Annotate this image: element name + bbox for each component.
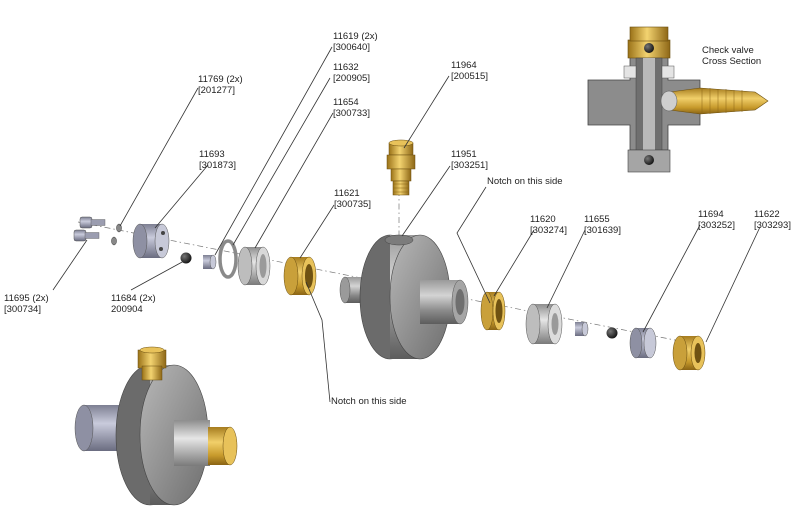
fitting-11964	[386, 139, 416, 196]
screw-11695-upper	[79, 216, 106, 229]
cap-11694	[629, 327, 657, 359]
label-11621-part: 11621	[334, 188, 360, 199]
label-11655-code: [301639]	[584, 225, 621, 236]
label-11622-part: 11622	[754, 209, 780, 220]
label-11694-part: 11694	[698, 209, 724, 220]
note-notch-left: Notch on this side	[331, 396, 407, 407]
cross-section-title-2: Cross Section	[702, 56, 761, 67]
leader-lines	[52, 46, 761, 403]
seat-11632	[203, 254, 217, 270]
label-11620-code: [303274]	[530, 225, 567, 236]
label-11769-part: 11769 (2x)	[198, 74, 243, 85]
assembly-axis	[77, 221, 701, 346]
seat-11694-small	[575, 321, 589, 337]
label-11964-code: [200515]	[451, 71, 488, 82]
label-11619-code: [300640]	[333, 42, 370, 53]
washer-11769	[111, 223, 122, 246]
cross-section-view: Check valve Cross Section	[587, 26, 769, 173]
label-11964-part: 11964	[451, 60, 477, 71]
label-11695-part: 11695 (2x)	[4, 293, 49, 304]
note-notch-right: Notch on this side	[487, 176, 563, 187]
nut-11620	[480, 291, 506, 331]
ring-11654	[237, 246, 271, 286]
main-body-11951	[339, 234, 469, 360]
label-11695-code: [300734]	[4, 304, 41, 315]
label-11951-code: [303251]	[451, 160, 488, 171]
label-11654-part: 11654	[333, 97, 359, 108]
label-11693-code: [301873]	[199, 160, 236, 171]
ball-11684	[180, 252, 192, 264]
oring-11619	[218, 239, 238, 279]
label-11620-part: 11620	[530, 214, 556, 225]
label-11769-code: [201277]	[198, 85, 235, 96]
nut-11621	[283, 256, 317, 296]
assembled-view	[74, 346, 238, 506]
cap-11693	[132, 223, 170, 259]
nut-11622	[672, 335, 706, 371]
label-11619-part: 11619 (2x)	[333, 31, 378, 42]
label-11951-part: 11951	[451, 149, 477, 160]
cross-section-title-1: Check valve	[702, 45, 754, 56]
label-11622-code: [303293]	[754, 220, 791, 231]
screw-11695-lower	[73, 229, 100, 242]
label-11684-code: 200904	[111, 304, 143, 315]
label-11654-code: [300733]	[333, 108, 370, 119]
label-11693-part: 11693	[199, 149, 225, 160]
label-11684-part: 11684 (2x)	[111, 293, 156, 304]
ball-11684-right	[606, 327, 618, 339]
label-11694-code: [303252]	[698, 220, 735, 231]
label-11655-part: 11655	[584, 214, 610, 225]
label-11621-code: [300735]	[334, 199, 371, 210]
label-11632-part: 11632	[333, 62, 359, 73]
part-labels: 11619 (2x) [300640] 11632 [200905] 11654…	[4, 31, 791, 407]
sleeve-11655	[525, 303, 563, 345]
label-11632-code: [200905]	[333, 73, 370, 84]
